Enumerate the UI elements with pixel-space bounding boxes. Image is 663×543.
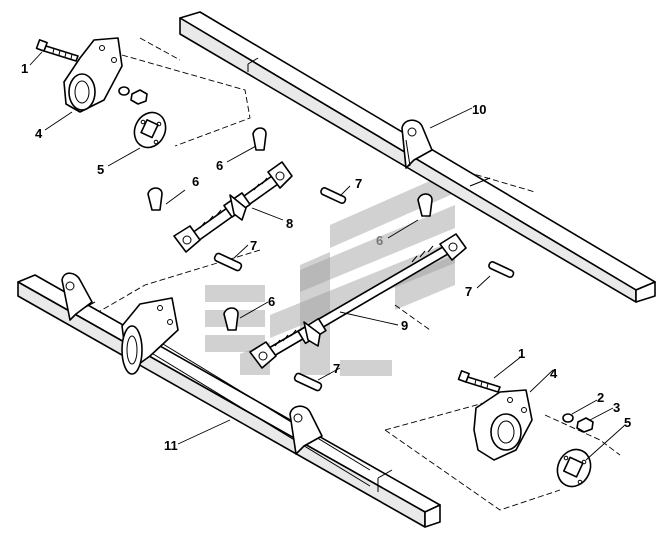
- callout-upper-tube: 10: [472, 102, 486, 117]
- pin-upper: [320, 187, 347, 205]
- pin-lower: [293, 372, 323, 392]
- callout-turnbuckle-lower: 9: [401, 318, 408, 333]
- clip-pin-left: [147, 187, 163, 211]
- flange-upper: [133, 111, 167, 149]
- flange-lower: [556, 448, 592, 488]
- callout-clip-left: 6: [192, 174, 199, 189]
- clip-pin-right: [417, 193, 433, 217]
- callout-pin-right: 7: [465, 284, 472, 299]
- pin-mid: [213, 252, 243, 272]
- pin-right: [488, 261, 515, 279]
- washer-upper: [118, 86, 130, 96]
- callout-washer-lower: 2: [597, 390, 604, 405]
- clip-pin-top: [252, 127, 267, 151]
- callout-clip-right: 6: [376, 233, 383, 248]
- mounting-plate-lower: [473, 389, 533, 461]
- callout-flange-lower: 5: [624, 415, 631, 430]
- callout-clip-top: 6: [216, 158, 223, 173]
- callout-turnbuckle-upper: 8: [286, 216, 293, 231]
- turnbuckle-lower: [223, 193, 515, 392]
- callout-flange-upper: 5: [97, 162, 104, 177]
- turnbuckle-upper: [147, 127, 347, 272]
- bolt-upper: [35, 39, 79, 62]
- lower-round-tube: [17, 272, 441, 528]
- callout-pin-upper: 7: [355, 176, 362, 191]
- callout-bolt-upper: 1: [21, 61, 28, 76]
- nut-lower: [576, 417, 594, 433]
- upper-hardware-group: [35, 37, 167, 149]
- callout-plate-lower: 4: [550, 366, 558, 381]
- mounting-plate-upper: [63, 37, 123, 113]
- callout-plate-upper: 4: [35, 126, 43, 141]
- callout-nut-lower: 3: [613, 400, 620, 415]
- callout-bolt-lower: 1: [518, 346, 525, 361]
- lower-hardware-group: [457, 370, 594, 488]
- leader-lines: [29, 51, 626, 461]
- washer-lower: [562, 413, 574, 423]
- upper-square-tube: [179, 11, 656, 303]
- clip-pin-lower: [223, 307, 239, 331]
- callout-pin-lower: 7: [333, 361, 340, 376]
- callout-pin-mid: 7: [250, 238, 257, 253]
- callout-lower-tube: 11: [164, 438, 178, 453]
- callout-labels: 1 4 5 6 6 7 8 7 10 6 7 6 9 7 11 1 4 2 3 …: [21, 61, 631, 453]
- bolt-lower: [457, 370, 501, 393]
- nut-upper: [130, 89, 148, 105]
- callout-clip-lower: 6: [268, 294, 275, 309]
